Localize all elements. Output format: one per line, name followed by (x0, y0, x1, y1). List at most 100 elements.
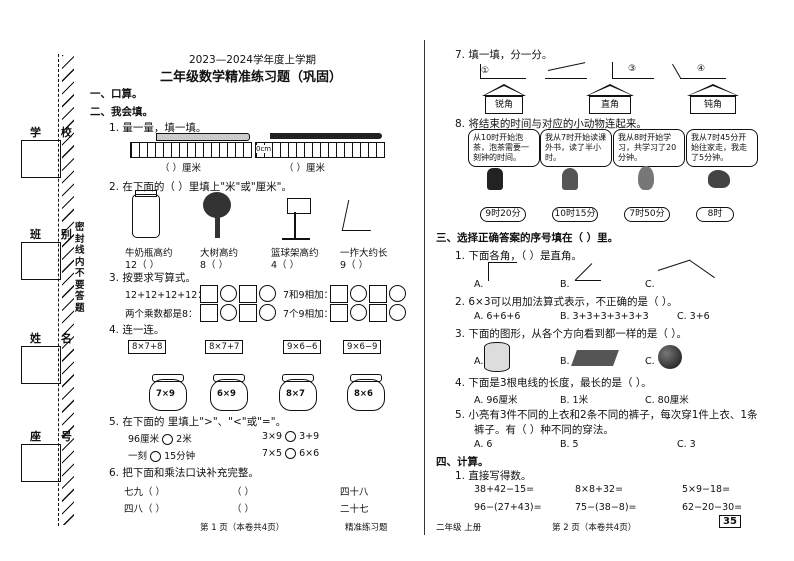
c5-opt-b[interactable]: B. 5 (560, 439, 579, 450)
q4-top-card-3[interactable]: 9×6−6 (283, 340, 322, 354)
sphere-shape (658, 345, 682, 369)
compare-circle[interactable] (285, 431, 297, 442)
seat-label: 座 号 (30, 430, 80, 443)
k1-r2-c3[interactable]: 62−20−30= (682, 502, 743, 513)
left-footer-page: 第 1 页（本卷共4页） (200, 523, 285, 533)
q6-r2-c1[interactable]: 四八（ ） (124, 504, 166, 515)
q6-r1-c1[interactable]: 七九（ ） (124, 487, 166, 498)
k1-r1-c1[interactable]: 38+42−15= (474, 484, 535, 495)
duck-icon[interactable] (708, 170, 730, 188)
k1-prompt: 1. 直接写得数。 (455, 470, 532, 482)
k1-r2-c2[interactable]: 75−(38−8)= (575, 502, 637, 513)
k1-r1-c2[interactable]: 8×8+32= (575, 484, 624, 495)
ruler-a (130, 142, 252, 158)
q2-answer-1[interactable]: 12（ ） (125, 260, 160, 271)
binding-margin: 学 校 班 别 姓 名 座 号 密封线内不要答题 (0, 0, 85, 561)
c2-opt-b[interactable]: B. 3+3+3+3+3+3 (560, 311, 649, 322)
section-2: 二、我会填。 (90, 106, 153, 118)
c2-opt-a[interactable]: A. 6+6+6 (474, 311, 521, 322)
page-number-badge: 35 (719, 515, 741, 528)
class-label: 班 别 (30, 228, 80, 241)
q2-answer-3[interactable]: 4（ ） (271, 260, 300, 271)
q1-answer-a[interactable]: （ ）厘米 (160, 163, 202, 174)
q6-r2-c3: 二十七 (340, 504, 369, 515)
house-acute-label: 锐角 (485, 96, 523, 114)
section-1: 一、口算。 (90, 88, 143, 100)
q3-prompt: 3. 按要求写算式。 (109, 272, 196, 284)
q2-label-3: 篮球架高约 (271, 248, 319, 259)
compare-circle[interactable] (285, 448, 297, 459)
compare-circle[interactable] (150, 451, 162, 462)
q3-b-boxes[interactable] (330, 283, 408, 303)
page-title: 二年级数学精准练习题（巩固） (160, 70, 343, 85)
q1-answer-b[interactable]: （ ）厘米 (284, 163, 326, 174)
angle-c-ray (689, 260, 715, 279)
c1-opt-a[interactable]: A. (474, 279, 484, 290)
k1-r1-c3[interactable]: 5×9−18= (682, 484, 731, 495)
q7-prompt: 7. 填一填，分一分。 (455, 49, 553, 61)
c5-prompt: 5. 小亮有3件不同的上衣和2条不同的裤子，每次穿1件上衣、1条 (455, 409, 758, 421)
c3-prompt: 3. 下面的图形，从各个方向看到都一样的是（ ）。 (455, 328, 687, 340)
q2-label-2: 大树高约 (200, 248, 239, 259)
q6-r1-c3: 四十八 (340, 487, 369, 498)
q4-top-card-4[interactable]: 9×6−9 (343, 340, 382, 354)
c1-opt-b[interactable]: B. (560, 279, 570, 290)
c3-opt-a[interactable]: A. (474, 356, 484, 367)
q4-top-card-2[interactable]: 8×7+7 (205, 340, 244, 354)
q2-answer-2[interactable]: 8（ ） (200, 260, 229, 271)
name-field[interactable] (21, 346, 61, 384)
q4-top-card-1[interactable]: 8×7+8 (128, 340, 167, 354)
q6-r2-c2[interactable]: （ ） (232, 504, 255, 515)
q5-r1-right: 3×9 3+9 (262, 431, 320, 442)
q8-bubble-1: 从10时开始泡茶，泡茶需要一刻钟的时间。 (468, 129, 540, 167)
c5-opt-a[interactable]: A. 6 (474, 439, 493, 450)
q8-time-4[interactable]: 8时 (696, 207, 734, 222)
c4-opt-a[interactable]: A. 96厘米 (474, 395, 518, 406)
year-line: 2023—2024学年度上学期 (189, 54, 316, 66)
q6-r1-c2[interactable]: （ ） (232, 487, 255, 498)
compare-circle[interactable] (162, 434, 174, 445)
c4-opt-b[interactable]: B. 1米 (560, 395, 589, 406)
ruler-b (255, 142, 385, 158)
c2-prompt: 2. 6×3可以用加法算式表示，不正确的是（ ）。 (455, 296, 678, 308)
cat-icon[interactable] (487, 168, 503, 190)
rooster-icon[interactable] (638, 166, 654, 190)
c5-opt-c[interactable]: C. 3 (677, 439, 696, 450)
q3-d-label: 7个9相加： (283, 309, 334, 320)
c4-opt-c[interactable]: C. 80厘米 (645, 395, 689, 406)
q3-c-label: 两个乘数都是8： (125, 309, 198, 320)
section-4: 四、计算。 (436, 456, 489, 468)
house-right-label: 直角 (589, 96, 631, 114)
c2-opt-c[interactable]: C. 3+6 (677, 311, 710, 322)
q2-answer-4[interactable]: 9（ ） (340, 260, 369, 271)
q3-a-boxes[interactable] (200, 283, 278, 303)
c3-opt-b[interactable]: B. (560, 356, 570, 367)
q2-label-4: 一拃大约长 (340, 248, 388, 259)
q1-prompt: 1. 量一量，填一填。 (109, 122, 207, 134)
q8-time-1[interactable]: 9时20分 (480, 207, 526, 222)
seat-field[interactable] (21, 444, 61, 482)
q8-time-3[interactable]: 7时50分 (624, 207, 670, 222)
c1-opt-c[interactable]: C. (645, 279, 655, 290)
c1-prompt: 1. 下面各角，（ ）是直角。 (455, 250, 582, 262)
name-label: 姓 名 (30, 332, 80, 345)
school-label: 学 校 (30, 126, 80, 139)
q8-bubble-2: 我从7时开始读课外书，读了半小时。 (540, 129, 612, 167)
q3-b-label: 7和9相加： (283, 290, 334, 301)
dog-icon[interactable] (562, 168, 578, 190)
q6-prompt: 6. 把下面和乘法口诀补充完整。 (109, 467, 259, 479)
c3-opt-c[interactable]: C. (645, 356, 655, 367)
k1-r2-c1[interactable]: 96−(27+43)= (474, 502, 542, 513)
q5-prompt: 5. 在下面的 里填上">"、"<"或"="。 (109, 416, 287, 428)
q5-r1-left: 96厘米 2米 (128, 434, 192, 445)
school-field[interactable] (21, 140, 61, 178)
section-3: 三、选择正确答案的序号填在（ ）里。 (436, 232, 619, 244)
q3-d-boxes[interactable] (330, 302, 408, 322)
q8-time-2[interactable]: 10时15分 (552, 207, 598, 222)
q8-prompt: 8. 将结束的时间与对应的小动物连起来。 (455, 118, 647, 130)
q3-c-boxes[interactable] (200, 302, 278, 322)
left-footer-note: 精准练习题 (345, 523, 388, 533)
cylinder-shape (484, 342, 510, 372)
class-field[interactable] (21, 242, 61, 280)
q8-bubble-3: 我从8时开始学习，共学习了20分钟。 (613, 129, 685, 167)
